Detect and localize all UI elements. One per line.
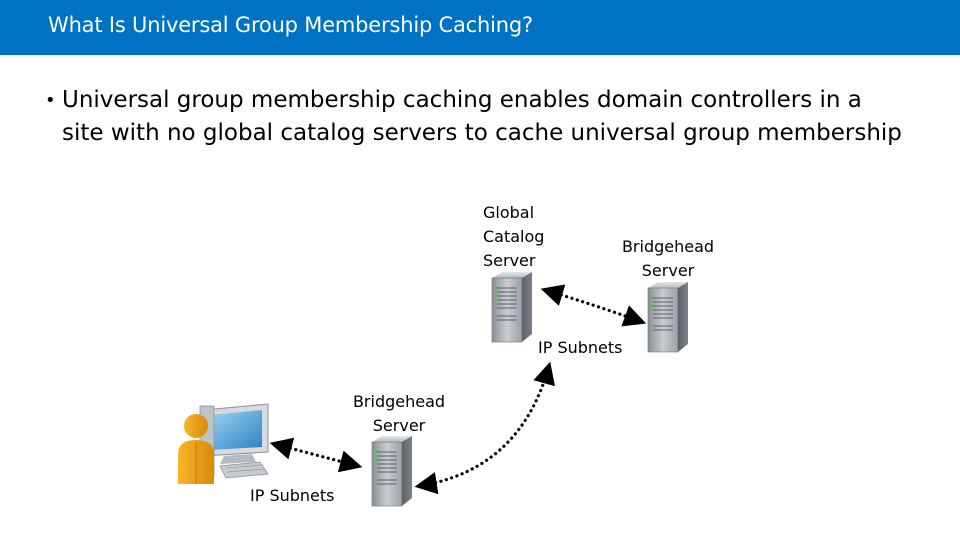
bullet-point: • Universal group membership caching ena…: [45, 84, 905, 150]
user-workstation-icon: [178, 403, 269, 484]
bridgehead-server-top-label: Bridgehead Server: [621, 237, 715, 280]
bullet-text: Universal group membership caching enabl…: [62, 87, 902, 146]
bridgehead-server-bottom-label: Bridgehead Server: [352, 392, 446, 435]
bullet-dot: •: [45, 90, 56, 111]
ip-subnets-bottom-label: IP Subnets: [250, 486, 335, 505]
title-bar: What Is Universal Group Membership Cachi…: [0, 0, 960, 55]
bridgehead-server-bottom-icon: [371, 436, 412, 507]
slide-title: What Is Universal Group Membership Cachi…: [48, 13, 533, 37]
global-catalog-server-icon: [491, 272, 532, 343]
link-gc-to-bridgehead-top: [540, 284, 647, 327]
global-catalog-server-label: Global Catalog Server: [483, 203, 545, 270]
ip-subnets-top-label: IP Subnets: [538, 338, 623, 357]
link-workstation-to-bridgehead-bottom: [269, 437, 363, 473]
bridgehead-server-top-icon: [647, 282, 688, 353]
link-site-to-site: [414, 361, 555, 495]
